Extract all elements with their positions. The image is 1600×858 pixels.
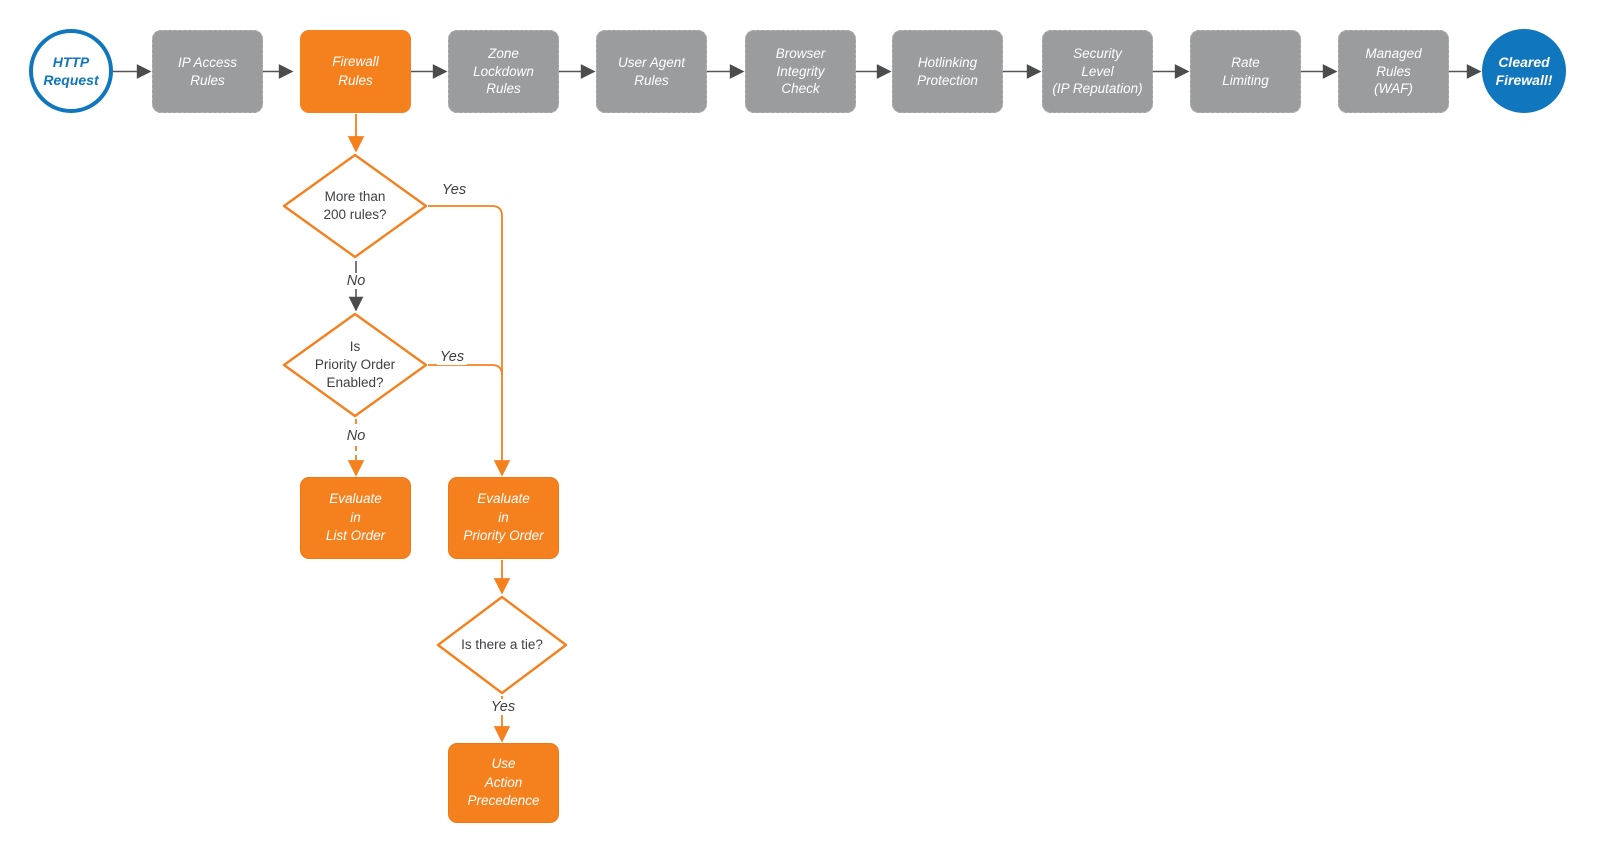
edge-label-d1-no: No xyxy=(343,273,369,289)
step-label: Zone Lockdown Rules xyxy=(473,45,534,97)
diamond-shape xyxy=(436,595,568,695)
end-terminal-label: Cleared Firewall! xyxy=(1495,53,1553,88)
step-label: Rate Limiting xyxy=(1222,54,1269,88)
step-box-firewall-rules: Firewall Rules xyxy=(300,30,411,113)
step-box-user-agent-rules: User Agent Rules xyxy=(596,30,707,113)
diamond-shape xyxy=(282,153,428,259)
step-box-security-level-ip-reputation: Security Level (IP Reputation) xyxy=(1042,30,1153,113)
start-terminal-http-request: HTTP Request xyxy=(29,29,113,113)
step-label: Security Level (IP Reputation) xyxy=(1052,45,1143,97)
action-label: Use Action Precedence xyxy=(467,756,540,809)
action-use-action-precedence: Use Action Precedence xyxy=(448,743,559,823)
step-label: IP Access Rules xyxy=(177,54,238,88)
edge-label-d2-yes: Yes xyxy=(436,349,468,365)
step-box-hotlinking-protection: Hotlinking Protection xyxy=(892,30,1003,113)
step-label: Hotlinking Protection xyxy=(917,54,978,88)
diamond-shape xyxy=(282,312,428,418)
action-label: Evaluate in Priority Order xyxy=(463,491,544,544)
step-label: Managed Rules (WAF) xyxy=(1365,45,1422,97)
step-box-browser-integrity-check: Browser Integrity Check xyxy=(745,30,856,113)
decision-label: Is Priority Order Enabled? xyxy=(314,338,396,391)
end-terminal-cleared-firewall: Cleared Firewall! xyxy=(1482,29,1566,113)
step-label: Firewall Rules xyxy=(332,54,379,88)
step-box-managed-rules-waf: Managed Rules (WAF) xyxy=(1338,30,1449,113)
step-label: Browser Integrity Check xyxy=(775,45,826,97)
step-box-ip-access-rules: IP Access Rules xyxy=(152,30,263,113)
action-label: Evaluate in List Order xyxy=(325,491,386,544)
action-evaluate-in-list-order: Evaluate in List Order xyxy=(300,477,411,559)
decision-priority-order-enabled: Is Priority Order Enabled? xyxy=(282,312,428,418)
edge-label-d3-yes: Yes xyxy=(487,699,519,715)
step-label: User Agent Rules xyxy=(617,54,686,88)
decision-label: More than 200 rules? xyxy=(323,188,387,222)
step-box-zone-lockdown-rules: Zone Lockdown Rules xyxy=(448,30,559,113)
edge-label-d1-yes: Yes xyxy=(438,182,470,198)
decision-label: Is there a tie? xyxy=(461,636,543,652)
start-terminal-label: HTTP Request xyxy=(43,53,99,88)
action-evaluate-in-priority-order: Evaluate in Priority Order xyxy=(448,477,559,559)
decision-more-than-200-rules: More than 200 rules? xyxy=(282,153,428,259)
decision-is-there-a-tie: Is there a tie? xyxy=(436,595,568,695)
edge-label-d2-no: No xyxy=(343,428,369,444)
step-box-rate-limiting: Rate Limiting xyxy=(1190,30,1301,113)
